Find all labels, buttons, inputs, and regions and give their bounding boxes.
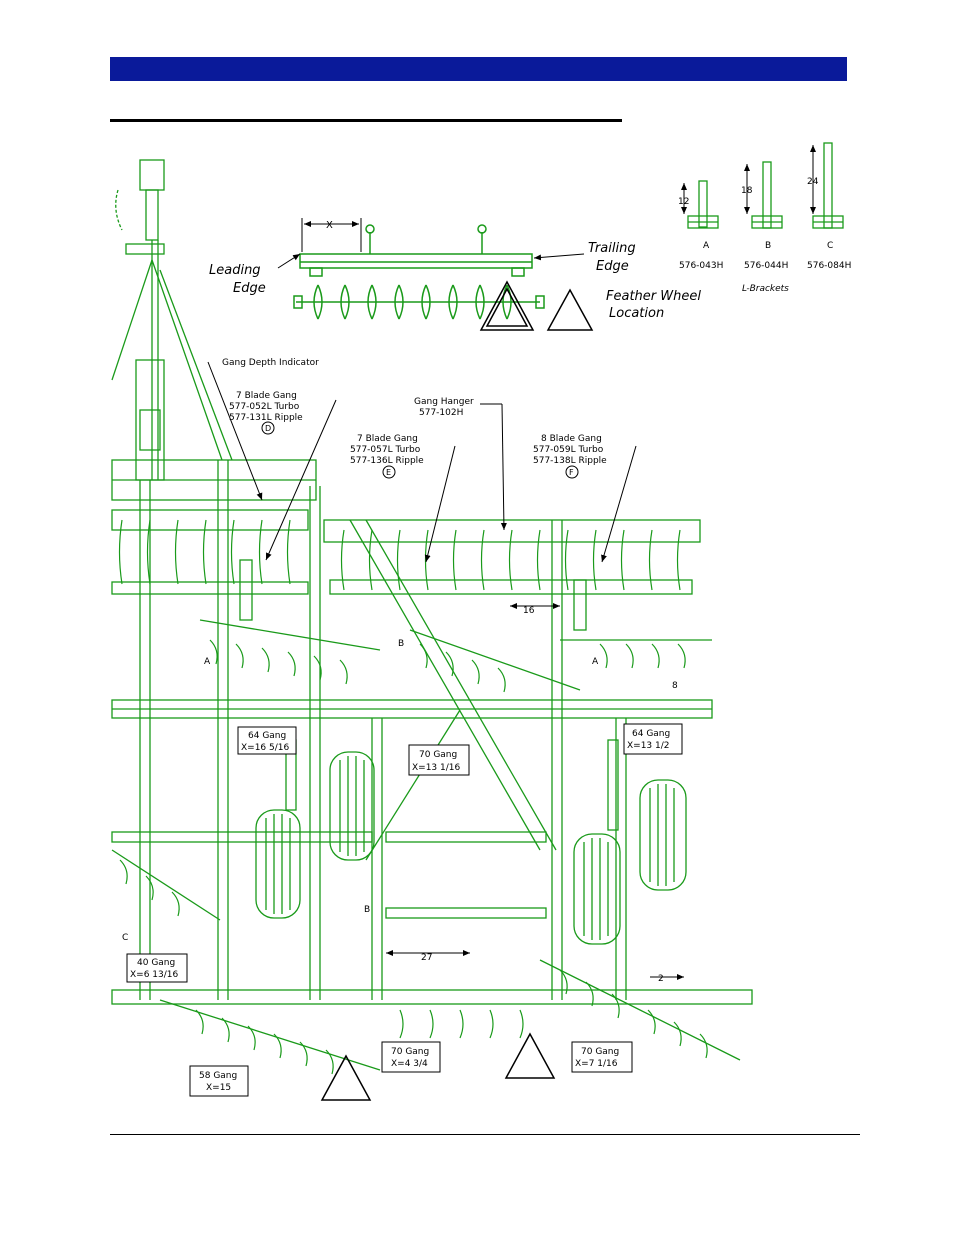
bracket-c-part: 576-084H	[807, 261, 851, 271]
gang-box-4: 40 Gang X=6 13/16	[126, 953, 188, 983]
trailing-edge-arrow	[533, 253, 585, 261]
dim-16: 16	[523, 606, 535, 616]
gang-box-1-name: 64 Gang	[248, 731, 286, 741]
blades-row-upper-right	[340, 529, 681, 591]
gang-box-7-x: X=7 1/16	[575, 1059, 618, 1069]
gang-box-7-name: 70 Gang	[581, 1047, 619, 1057]
gang-box-3-x: X=13 1/2	[627, 741, 670, 751]
bracket-a-part: 576-043H	[679, 261, 723, 271]
trailing-edge-label-2: Edge	[596, 259, 629, 274]
leading-edge-arrow	[277, 253, 301, 269]
bracket-a-letter: A	[703, 241, 710, 251]
gang-hanger-part: 577-102H	[419, 408, 463, 418]
gang7b-turbo: 577-057L Turbo	[350, 445, 421, 455]
feather-wheel-label-1: Feather Wheel	[606, 289, 701, 304]
letter-c: C	[122, 933, 128, 943]
gang-depth-indicator-label: Gang Depth Indicator	[222, 358, 319, 368]
gang-box-6-x: X=4 3/4	[391, 1059, 428, 1069]
gang-box-5-x: X=15	[206, 1083, 231, 1093]
letter-b-1: B	[398, 639, 404, 649]
gang8-ripple: 577-138L Ripple	[533, 456, 607, 466]
bracket-b-letter: B	[765, 241, 771, 251]
header-bar	[110, 57, 847, 81]
blades-row-upper-left	[118, 519, 291, 585]
feather-wheel-marker-2	[504, 1032, 556, 1079]
blades-row-middle	[209, 639, 686, 693]
gang7a-ripple: 577-131L Ripple	[229, 413, 303, 423]
letter-a-2: A	[592, 657, 599, 667]
gang7a-title: 7 Blade Gang	[236, 391, 297, 401]
l-bracket-c	[812, 142, 844, 229]
l-bracket-a	[687, 180, 719, 229]
bracket-b-height: 18	[741, 186, 753, 196]
dim-27: 27	[421, 953, 432, 963]
l-bracket-b	[751, 161, 783, 229]
feather-wheel-marker-1	[320, 1054, 372, 1101]
machine-frame	[111, 159, 753, 1071]
letter-b-2: B	[364, 905, 370, 915]
gang-box-3-name: 64 Gang	[632, 729, 670, 739]
x-label: X	[326, 220, 333, 231]
gang7a-ref: D	[265, 424, 271, 433]
gang-box-5-name: 58 Gang	[199, 1071, 237, 1081]
feather-wheel-triangle-2	[546, 288, 594, 331]
gang-box-5: 58 Gang X=15	[189, 1065, 249, 1097]
leading-edge-label-1: Leading	[209, 263, 261, 278]
gang8-ref: F	[569, 468, 574, 477]
gang-box-4-x: X=6 13/16	[130, 970, 179, 980]
trailing-edge-label-1: Trailing	[588, 241, 636, 256]
gang-box-6-name: 70 Gang	[391, 1047, 429, 1057]
title-rule	[110, 119, 622, 122]
bracket-b-part: 576-044H	[744, 261, 788, 271]
bracket-caption: L-Brackets	[742, 284, 789, 294]
bracket-c-height: 24	[807, 177, 819, 187]
blades-row-lower	[119, 859, 708, 1075]
gang8-turbo: 577-059L Turbo	[533, 445, 604, 455]
callout-leaders	[207, 361, 637, 563]
gang-box-7: 70 Gang X=7 1/16	[571, 1041, 633, 1073]
gang-box-4-name: 40 Gang	[137, 958, 175, 968]
footer-rule	[110, 1134, 860, 1135]
bracket-a-height: 12	[678, 197, 689, 207]
letter-a-1: A	[204, 657, 211, 667]
gang-box-1: 64 Gang X=16 5/16	[237, 726, 297, 755]
gang8-title: 8 Blade Gang	[541, 434, 602, 444]
dimension-lines	[386, 603, 684, 980]
gang-box-2-x: X=13 1/16	[412, 763, 461, 773]
gang-box-3: 64 Gang X=13 1/2	[623, 723, 683, 755]
bracket-dimensions	[681, 145, 816, 214]
leading-edge-label-2: Edge	[233, 281, 266, 296]
gang-hanger-title: Gang Hanger	[414, 397, 474, 407]
gang7a-turbo: 577-052L Turbo	[229, 402, 300, 412]
gang7b-ref: E	[386, 468, 391, 477]
dim-8: 8	[672, 681, 678, 691]
gang-box-1-x: X=16 5/16	[241, 743, 290, 753]
dim-2: 2	[658, 974, 664, 984]
gang-box-2-name: 70 Gang	[419, 750, 457, 760]
gang7b-title: 7 Blade Gang	[357, 434, 418, 444]
x-dimension	[301, 218, 362, 252]
feather-wheel-triangle-1	[479, 280, 535, 331]
top-gang-diagram	[293, 224, 545, 320]
feather-wheel-label-2: Location	[609, 306, 664, 321]
gang-box-2: 70 Gang X=13 1/16	[408, 744, 470, 776]
gang7b-ripple: 577-136L Ripple	[350, 456, 424, 466]
gang-box-6: 70 Gang X=4 3/4	[381, 1041, 441, 1073]
bracket-c-letter: C	[827, 241, 833, 251]
